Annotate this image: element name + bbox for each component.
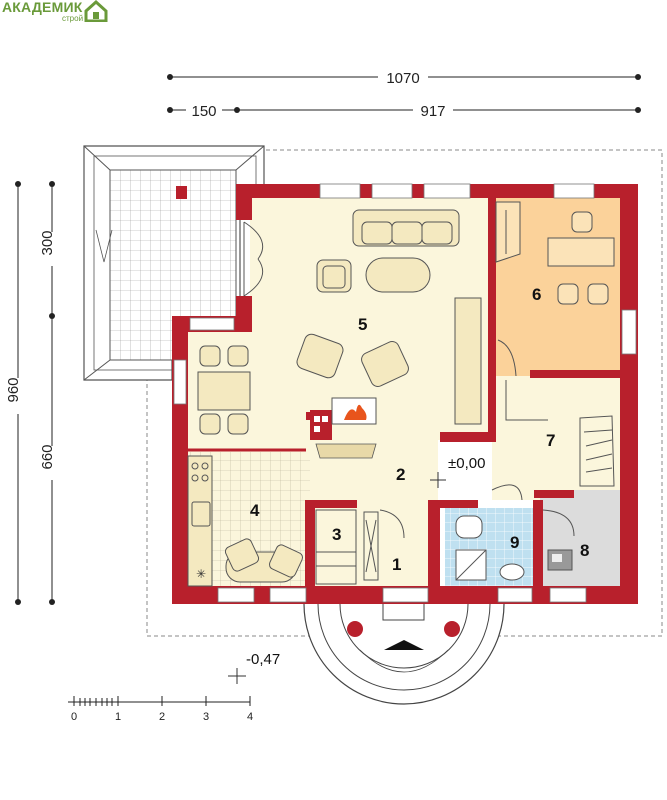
dimension-split-depth: 300 660 [39, 181, 61, 605]
terrace-door [243, 221, 264, 297]
dimension-total-width: 1070 [167, 68, 641, 87]
room-labels: 1 2 3 4 5 6 7 8 9 [250, 285, 589, 574]
bathroom-fixtures [455, 515, 525, 581]
boiler [547, 549, 573, 571]
entry-doors [379, 339, 575, 539]
scale-bar: 0 1 2 3 4 [68, 696, 253, 723]
room-9-label: 9 [510, 533, 519, 552]
dimension-split-width: 150 917 [167, 101, 641, 120]
dim-660: 660 [39, 444, 56, 469]
star-mark: ✳ [196, 567, 206, 581]
living-furniture [296, 209, 482, 425]
level-outside: -0,47 [246, 651, 280, 668]
scale-label-0: 0 [71, 711, 77, 723]
room-3-label: 3 [332, 525, 341, 544]
level-marker-floor: ±0,00 [430, 455, 485, 488]
house-icon [84, 0, 108, 22]
floor-areas [188, 198, 620, 590]
room-4-label: 4 [250, 501, 260, 520]
level-floor: ±0,00 [448, 455, 485, 472]
scale-label-2: 2 [159, 711, 165, 723]
logo-subtext: строй [62, 14, 84, 23]
dim-300: 300 [39, 230, 56, 255]
roof-outline [146, 149, 663, 637]
entrance-porch [303, 603, 505, 705]
room7-floor [492, 376, 620, 500]
dim-960: 960 [5, 377, 22, 402]
room-8-label: 8 [580, 541, 589, 560]
level-marker-outside: -0,47 [228, 651, 280, 684]
dim-917: 917 [420, 103, 445, 120]
stairs-7 [505, 380, 615, 487]
scale-label-4: 4 [247, 711, 253, 723]
stairs-3 [315, 509, 379, 585]
room-1-label: 1 [392, 555, 401, 574]
windows [173, 183, 637, 603]
fireplace [310, 397, 377, 459]
room-5-label: 5 [358, 315, 367, 334]
scale-label-3: 3 [203, 711, 209, 723]
kitchen [187, 455, 304, 587]
room-6-label: 6 [532, 285, 541, 304]
room-2-label: 2 [396, 465, 405, 484]
dimension-total-depth: 960 [5, 181, 27, 605]
dim-1070: 1070 [386, 70, 419, 87]
logo-text: АКАДЕМИК [2, 0, 83, 15]
scale-label-1: 1 [115, 711, 121, 723]
dining-set [197, 345, 251, 435]
office-furniture [495, 201, 615, 305]
dim-150: 150 [191, 103, 216, 120]
room-7-label: 7 [546, 431, 555, 450]
room8-floor [540, 490, 620, 590]
logo: АКАДЕМИК строй [2, 0, 108, 23]
